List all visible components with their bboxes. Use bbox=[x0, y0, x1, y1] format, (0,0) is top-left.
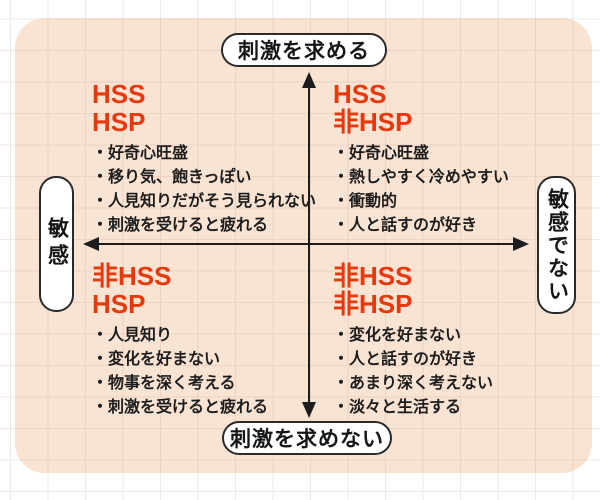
quadrant-hss-hsp: HSS HSP ・好奇心旺盛 ・移り気、飽きっぽい ・人見知りだがそう見られない… bbox=[92, 79, 317, 238]
quadrant-item: ・淡々と生活する bbox=[333, 399, 462, 416]
quadrant-item: ・好奇心旺盛 bbox=[92, 145, 189, 162]
quadrant-item-list: ・好奇心旺盛 ・移り気、飽きっぽい ・人見知りだがそう見られない ・刺激を受ける… bbox=[92, 142, 317, 238]
arrow-down-icon bbox=[301, 402, 316, 418]
quadrant-heading: 非HSS bbox=[333, 261, 413, 291]
quadrant-heading: 非HSP bbox=[333, 107, 413, 137]
quadrant-item: ・人と話すのが好き bbox=[333, 351, 478, 368]
axis-label-left: 敏感 bbox=[39, 176, 74, 312]
quadrant-item-list: ・人見知り ・変化を好まない ・物事を深く考える ・刺激を受けると疲れる bbox=[92, 324, 310, 420]
quadrant-item: ・物事を深く考える bbox=[92, 375, 236, 392]
arrow-up-icon bbox=[301, 72, 316, 88]
axis-label-bottom: 刺激を求めない bbox=[222, 421, 392, 455]
vertical-axis-line bbox=[307, 84, 310, 406]
quadrant-nonhss-nonhsp: 非HSS 非HSP ・変化を好まない ・人と話すのが好き ・あまり深く考えない … bbox=[333, 262, 551, 420]
axis-label-top: 刺激を求める bbox=[221, 33, 387, 67]
quadrant-item: ・変化を好まない bbox=[92, 351, 221, 368]
quadrant-heading: HSS bbox=[92, 79, 146, 109]
quadrant-item: ・移り気、飽きっぽい bbox=[92, 169, 252, 186]
quadrant-heading: 非HSS bbox=[92, 261, 172, 291]
quadrant-item: ・好奇心旺盛 bbox=[333, 145, 430, 162]
quadrant-heading: HSP bbox=[92, 289, 146, 319]
quadrant-item: ・刺激を受けると疲れる bbox=[92, 217, 269, 234]
quadrant-item-list: ・変化を好まない ・人と話すのが好き ・あまり深く考えない ・淡々と生活する bbox=[333, 324, 551, 420]
quadrant-hss-nonhsp: HSS 非HSP ・好奇心旺盛 ・熱しやすく冷めやすい ・衝動的 ・人と話すのが… bbox=[333, 80, 551, 238]
quadrant-item: ・変化を好まない bbox=[333, 327, 462, 344]
quadrant-item: ・衝動的 bbox=[333, 193, 398, 210]
diagram-panel bbox=[15, 18, 592, 473]
quadrant-item: ・人と話すのが好き bbox=[333, 217, 478, 234]
arrow-right-icon bbox=[513, 236, 529, 251]
quadrant-item: ・刺激を受けると疲れる bbox=[92, 399, 269, 416]
quadrant-heading: HSS bbox=[333, 79, 387, 109]
quadrant-heading: 非HSP bbox=[333, 289, 413, 319]
axis-label-right: 敏感でない bbox=[537, 176, 576, 314]
arrow-left-icon bbox=[83, 236, 99, 251]
quadrant-nonhss-hsp: 非HSS HSP ・人見知り ・変化を好まない ・物事を深く考える ・刺激を受け… bbox=[92, 262, 310, 420]
quadrant-item: ・人見知り bbox=[92, 327, 173, 344]
quadrant-item-list: ・好奇心旺盛 ・熱しやすく冷めやすい ・衝動的 ・人と話すのが好き bbox=[333, 142, 551, 238]
horizontal-axis-line bbox=[95, 242, 515, 245]
quadrant-item: ・あまり深く考えない bbox=[333, 375, 494, 392]
quadrant-item: ・人見知りだがそう見られない bbox=[92, 193, 317, 210]
quadrant-item: ・熱しやすく冷めやすい bbox=[333, 169, 509, 186]
quadrant-heading: HSP bbox=[92, 107, 146, 137]
